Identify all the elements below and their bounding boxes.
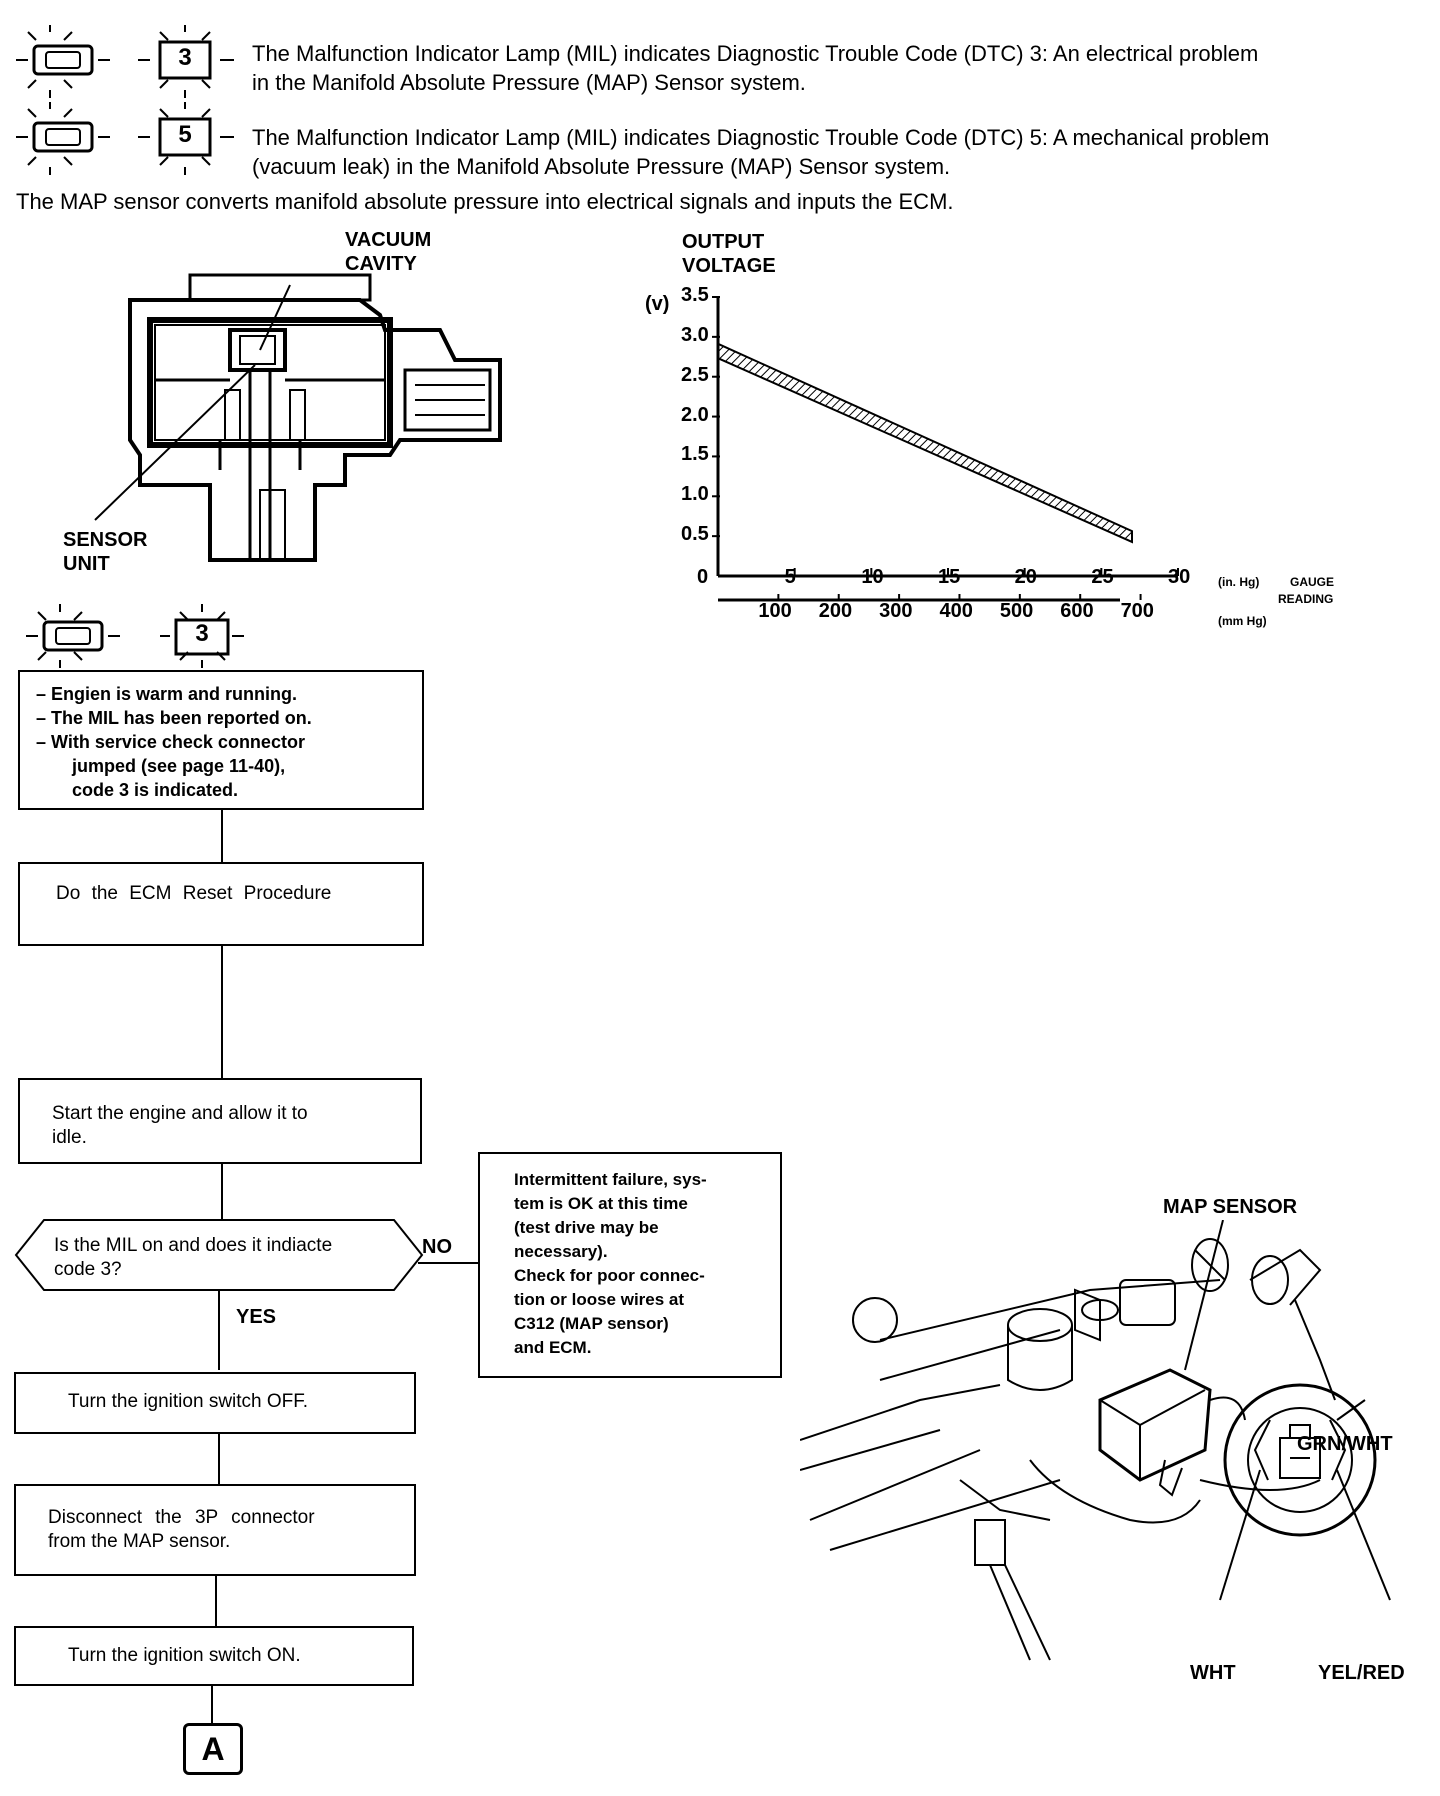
chart-x2-tick-label: 700 bbox=[1120, 600, 1154, 622]
flow-box-start-engine: Start the engine and allow it to idle. bbox=[18, 1078, 422, 1164]
chart-x2-tick-label: 400 bbox=[939, 600, 973, 622]
mil-code-3-icon bbox=[16, 25, 234, 98]
mil-code-3-number: 3 bbox=[178, 44, 192, 71]
chart-plot bbox=[712, 296, 1179, 602]
flow-box-conditions: – Engien is warm and running. – The MIL … bbox=[18, 670, 424, 810]
yes-label: YES bbox=[236, 1306, 277, 1328]
chart-x2-tick-label: 300 bbox=[879, 600, 913, 622]
flow-box-intermittent: Intermittent failure, sys- tem is OK at … bbox=[478, 1152, 782, 1378]
chart-x-tick-label: 30 bbox=[1168, 566, 1191, 588]
chart-x2-tick-label: 600 bbox=[1060, 600, 1094, 622]
chart-x-label-reading: READING bbox=[1278, 592, 1334, 606]
map-sensor-cross-section-diagram bbox=[94, 273, 502, 562]
chart-y-tick-label: 3.5 bbox=[681, 284, 709, 306]
mil-flow-code-icon bbox=[26, 604, 244, 668]
chart-y-tick-label: 2.5 bbox=[681, 363, 709, 386]
intro-text: The MAP sensor converts manifold absolut… bbox=[16, 189, 954, 214]
chart-y-tick-label: 3.0 bbox=[681, 323, 709, 346]
flow-box-disconnect: Disconnect the 3P connector from the MAP… bbox=[14, 1484, 416, 1576]
chart-x-unit-inhg: (in. Hg) bbox=[1218, 575, 1260, 589]
chart-x2-tick-label: 200 bbox=[818, 600, 853, 622]
chart-x-zero: 0 bbox=[697, 566, 709, 588]
dtc3-desc-line1: The Malfunction Indicator Lamp (MIL) ind… bbox=[252, 41, 1259, 66]
chart-y-tick-label: 1.5 bbox=[681, 443, 709, 466]
flow-decision-diamond bbox=[14, 1219, 424, 1291]
no-label: NO bbox=[422, 1236, 452, 1258]
chart-y-unit: (v) bbox=[645, 293, 670, 315]
mil-code-5-icon bbox=[16, 102, 234, 175]
chart-ylabel: OUTPUT VOLTAGE bbox=[682, 231, 776, 277]
mil-code-5-number: 5 bbox=[178, 121, 192, 148]
connector-a: A bbox=[183, 1723, 243, 1775]
flow-code-number: 3 bbox=[195, 620, 209, 647]
decision-line2: code 3? bbox=[54, 1259, 122, 1280]
wht-label: WHT bbox=[1190, 1662, 1236, 1684]
yel-red-label: YEL/RED bbox=[1318, 1662, 1405, 1684]
sensor-unit-label: SENSOR UNIT bbox=[63, 529, 148, 575]
chart-y-tick-label: 2.0 bbox=[681, 403, 709, 426]
chart-x-label-gauge: GAUGE bbox=[1290, 575, 1335, 589]
engine-bay-illustration bbox=[800, 1220, 1391, 1661]
flow-box-ignition-off: Turn the ignition switch OFF. bbox=[14, 1372, 416, 1434]
decision-line1: Is the MIL on and does it indiacte bbox=[54, 1235, 333, 1256]
chart-voltage-band bbox=[717, 342, 1133, 544]
chart-y-tick-label: 0.5 bbox=[681, 523, 709, 546]
flow-box-ecm-reset: Do the ECM Reset Procedure bbox=[18, 862, 424, 946]
chart-y-tick-label: 1.0 bbox=[681, 483, 709, 506]
dtc3-desc-line2: in the Manifold Absolute Pressure (MAP) … bbox=[252, 70, 806, 95]
chart-x-unit-mmhg: (mm Hg) bbox=[1218, 614, 1267, 628]
chart-x2-tick-label: 100 bbox=[758, 600, 792, 622]
map-sensor-label: MAP SENSOR bbox=[1163, 1196, 1298, 1218]
flow-box-ignition-on: Turn the ignition switch ON. bbox=[14, 1626, 414, 1686]
chart-x2-tick-label: 500 bbox=[999, 600, 1034, 622]
vacuum-cavity-label: VACUUM CAVITY bbox=[345, 229, 432, 275]
dtc5-desc-line1: The Malfunction Indicator Lamp (MIL) ind… bbox=[252, 125, 1270, 150]
dtc5-desc-line2: (vacuum leak) in the Manifold Absolute P… bbox=[252, 154, 951, 179]
